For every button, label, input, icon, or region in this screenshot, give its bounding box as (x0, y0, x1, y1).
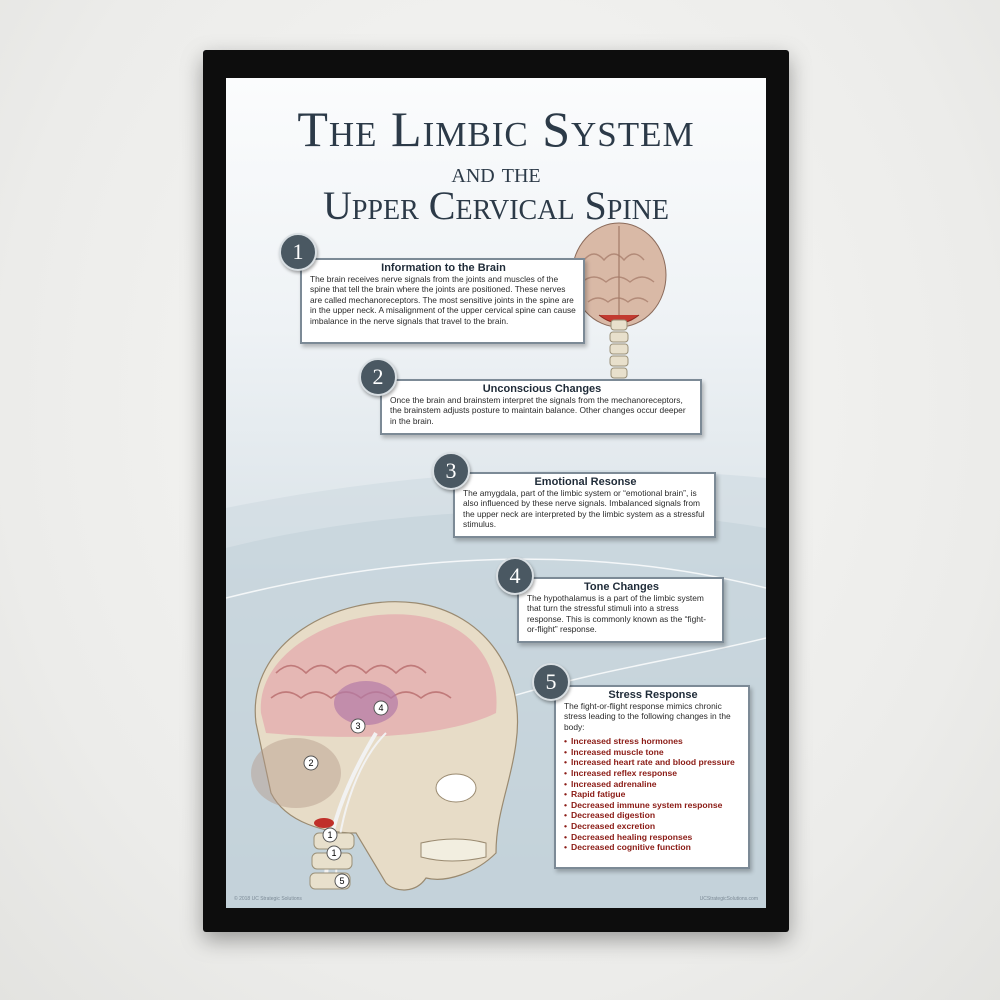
stress-response-list: Increased stress hormones Increased musc… (564, 736, 742, 853)
section-5-box: Stress Response The fight-or-flight resp… (554, 685, 750, 869)
section-5-body: The fight-or-flight response mimics chro… (564, 701, 731, 732)
section-4-box: Tone Changes The hypothalamus is a part … (517, 577, 724, 643)
skull-marker-3: 3 (355, 721, 360, 731)
skull-marker-5: 5 (339, 876, 344, 886)
section-2-box: Unconscious Changes Once the brain and b… (380, 379, 702, 435)
section-4-body: The hypothalamus is a part of the limbic… (527, 593, 707, 635)
list-item: Increased stress hormones (564, 736, 742, 747)
section-1-box: Information to the Brain The brain recei… (300, 258, 585, 344)
footer-website: UCStrategicSolutions.com (699, 896, 758, 902)
section-3-body: The amygdala, part of the limbic system … (463, 488, 705, 530)
list-item: Decreased cognitive function (564, 842, 742, 853)
section-2-body: Once the brain and brainstem interpret t… (390, 395, 686, 426)
section-1-body: The brain receives nerve signals from th… (310, 274, 576, 326)
section-3-box: Emotional Resonse The amygdala, part of … (453, 472, 716, 538)
poster-title-line2: and the (451, 158, 541, 189)
list-item: Decreased excretion (564, 821, 742, 832)
list-item: Rapid fatigue (564, 789, 742, 800)
skull-marker-1-lower: 1 (331, 848, 336, 858)
section-2-heading: Unconscious Changes (482, 383, 602, 395)
footer-copyright: © 2018 UC Strategic Solutions (234, 896, 302, 902)
section-3-number-badge: 3 (432, 452, 470, 490)
list-item: Increased heart rate and blood pressure (564, 757, 742, 768)
section-5-number-badge: 5 (532, 663, 570, 701)
section-5-heading: Stress Response (608, 689, 698, 701)
poster-title-line3: Upper Cervical Spine (322, 183, 670, 228)
list-item: Increased muscle tone (564, 747, 742, 758)
list-item: Decreased immune system response (564, 800, 742, 811)
section-4-heading: Tone Changes (584, 581, 659, 593)
list-item: Increased adrenaline (564, 779, 742, 790)
poster-title-line1: The Limbic System (297, 101, 695, 157)
lateral-skull-illustration: 4 3 2 1 1 5 (251, 601, 518, 891)
section-1-number-badge: 1 (279, 233, 317, 271)
list-item: Decreased healing responses (564, 832, 742, 843)
list-item: Decreased digestion (564, 810, 742, 821)
posterior-skull-illustration (571, 222, 667, 379)
skull-marker-1-upper: 1 (327, 830, 332, 840)
section-4-number-badge: 4 (496, 557, 534, 595)
section-3-heading: Emotional Resonse (534, 476, 637, 488)
skull-marker-4: 4 (378, 703, 383, 713)
list-item: Increased reflex response (564, 768, 742, 779)
poster: The Limbic System and the Upper Cervical… (226, 78, 766, 908)
skull-marker-2: 2 (308, 758, 313, 768)
section-1-heading: Information to the Brain (381, 262, 506, 274)
section-2-number-badge: 2 (359, 358, 397, 396)
